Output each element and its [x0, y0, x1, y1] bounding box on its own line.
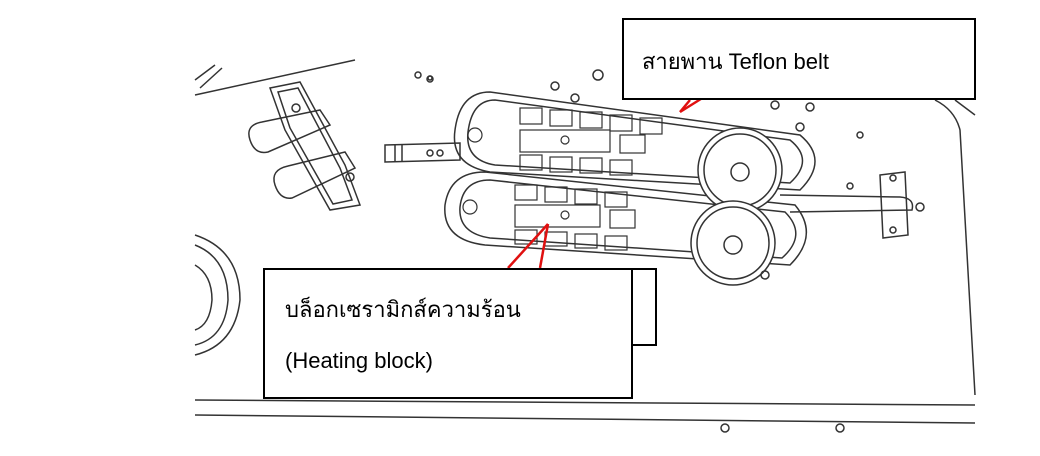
teflon-belt-label: สายพาน Teflon belt — [642, 49, 829, 74]
lower-belt-assembly — [444, 171, 808, 266]
left-bracket — [248, 81, 362, 211]
heating-block-label-thai: บล็อกเซรามิกส์ความร้อน — [285, 297, 521, 322]
pipe-and-bracket — [779, 171, 925, 239]
upper-belt-assembly — [453, 91, 816, 191]
shaft — [384, 142, 461, 163]
heating-leader — [507, 223, 549, 269]
screws — [414, 69, 864, 433]
teflon-belt-callout: สายพาน Teflon belt — [622, 18, 976, 100]
wheel — [194, 234, 241, 356]
heating-block-callout: บล็อกเซรามิกส์ความร้อน (Heating block) — [263, 268, 633, 399]
rollers — [690, 127, 783, 286]
heating-block-label-en: (Heating block) — [285, 348, 433, 373]
housing-outline — [194, 59, 976, 424]
